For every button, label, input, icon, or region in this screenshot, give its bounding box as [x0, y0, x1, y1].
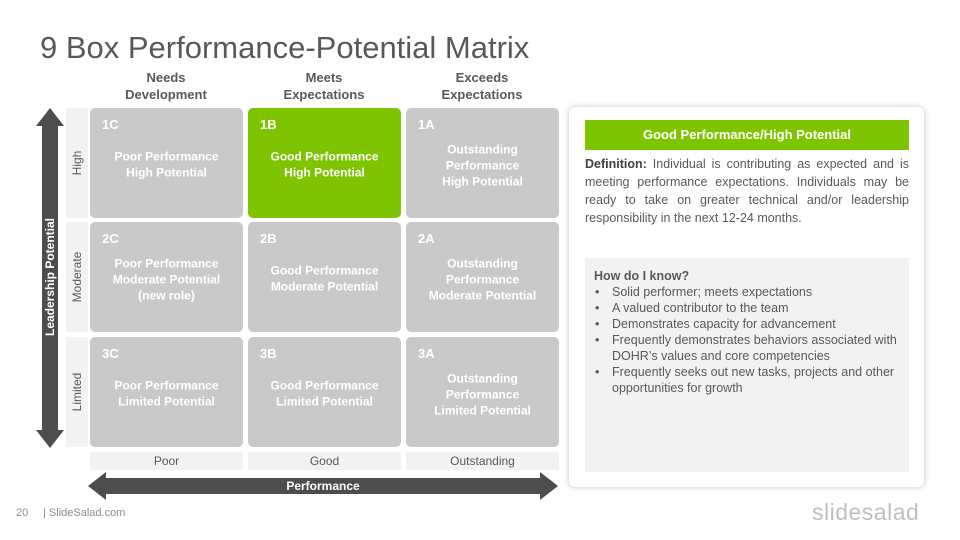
- cell-code: 2B: [260, 231, 277, 246]
- cell-text: Good Performance Limited Potential: [270, 378, 379, 409]
- row-label-moderate: Moderate: [66, 222, 88, 332]
- cell-code: 3C: [102, 346, 119, 361]
- cell-text: Outstanding Performance Moderate Potenti…: [428, 256, 537, 303]
- cell-text: Good Performance Moderate Potential: [270, 263, 379, 294]
- how-do-i-know-list: Solid performer; meets expectations A va…: [594, 284, 899, 396]
- definition-body: Individual is contributing as expected a…: [585, 157, 909, 225]
- cell-1a[interactable]: 1A Outstanding Performance High Potentia…: [406, 108, 559, 218]
- performance-label-outstanding: Outstanding: [406, 452, 559, 470]
- how-do-i-know-title: How do I know?: [594, 269, 690, 283]
- cell-text: Outstanding Performance Limited Potentia…: [434, 371, 531, 418]
- cell-code: 3B: [260, 346, 277, 361]
- column-header-needs-development: Needs Development: [125, 70, 207, 102]
- performance-label-good: Good: [248, 452, 401, 470]
- cell-2b[interactable]: 2B Good Performance Moderate Potential: [248, 222, 401, 332]
- cell-text: Poor Performance Moderate Potential (new…: [112, 256, 221, 303]
- performance-axis-label: Performance: [286, 479, 360, 493]
- definition-text: Definition: Individual is contributing a…: [585, 155, 909, 227]
- cell-text: Outstanding Performance High Potential: [442, 142, 523, 189]
- list-item: A valued contributor to the team: [594, 300, 899, 316]
- page-title: 9 Box Performance-Potential Matrix: [40, 30, 530, 65]
- column-header-exceeds-expectations: Exceeds Expectations: [441, 70, 523, 102]
- cell-1b[interactable]: 1B Good Performance High Potential: [248, 108, 401, 218]
- cell-text: Poor Performance High Potential: [114, 149, 219, 180]
- cell-1c[interactable]: 1C Poor Performance High Potential: [90, 108, 243, 218]
- list-item: Frequently demonstrates behaviors associ…: [594, 332, 899, 364]
- cell-code: 1A: [418, 117, 435, 132]
- cell-code: 3A: [418, 346, 435, 361]
- definition-label: Definition:: [585, 157, 647, 171]
- how-do-i-know-box: How do I know? Solid performer; meets ex…: [585, 258, 909, 472]
- row-label-limited-text: Limited: [70, 372, 84, 412]
- cell-code: 2A: [418, 231, 435, 246]
- cell-code: 1B: [260, 117, 277, 132]
- cell-3c[interactable]: 3C Poor Performance Limited Potential: [90, 337, 243, 447]
- column-header-meets-expectations: Meets Expectations: [283, 70, 365, 102]
- page-number: 20: [16, 507, 29, 519]
- detail-panel: Good Performance/High Potential Definiti…: [569, 107, 924, 487]
- list-item: Frequently seeks out new tasks, projects…: [594, 364, 899, 396]
- cell-2a[interactable]: 2A Outstanding Performance Moderate Pote…: [406, 222, 559, 332]
- row-label-high-text: High: [70, 150, 84, 176]
- cell-text: Poor Performance Limited Potential: [114, 378, 219, 409]
- cell-code: 2C: [102, 231, 119, 246]
- footer-site: | SlideSalad.com: [43, 507, 126, 519]
- list-item: Solid performer; meets expectations: [594, 284, 899, 300]
- brand-logo: slidesalad: [812, 499, 920, 525]
- performance-arrow: [88, 472, 558, 500]
- cell-3a[interactable]: 3A Outstanding Performance Limited Poten…: [406, 337, 559, 447]
- row-label-limited: Limited: [66, 337, 88, 447]
- leadership-potential-label: Leadership Potential: [43, 217, 57, 337]
- performance-label-poor: Poor: [90, 452, 243, 470]
- cell-2c[interactable]: 2C Poor Performance Moderate Potential (…: [90, 222, 243, 332]
- panel-header: Good Performance/High Potential: [585, 120, 909, 150]
- leadership-potential-arrow: [36, 108, 64, 448]
- cell-3b[interactable]: 3B Good Performance Limited Potential: [248, 337, 401, 447]
- cell-code: 1C: [102, 117, 119, 132]
- row-label-high: High: [66, 108, 88, 218]
- row-label-moderate-text: Moderate: [70, 251, 84, 303]
- cell-text: Good Performance High Potential: [270, 149, 379, 180]
- list-item: Demonstrates capacity for advancement: [594, 316, 899, 332]
